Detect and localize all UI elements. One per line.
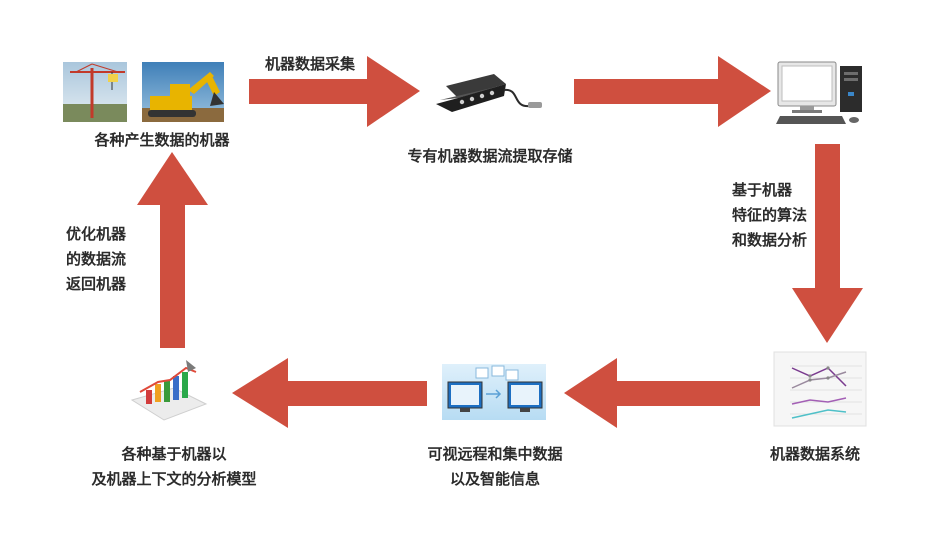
remote-line-2: 以及智能信息 [449, 470, 540, 488]
analyze-edge-label: 基于机器 特征的算法 和数据分析 [732, 178, 842, 253]
model-label: 各种基于机器以 及机器上下文的分析模型 [64, 442, 284, 492]
arrow-remote-to-model [232, 358, 427, 428]
remote-label: 可视远程和集中数据 以及智能信息 [402, 442, 588, 492]
analyze-line-3: 和数据分析 [732, 231, 808, 249]
model-line-1: 各种基于机器以 [121, 445, 227, 463]
device-label: 专有机器数据流提取存储 [407, 147, 573, 165]
collect-edge-label: 机器数据采集 [264, 55, 355, 73]
machines-label: 各种产生数据的机器 [94, 131, 230, 149]
system-label: 机器数据系统 [769, 445, 860, 463]
arrow-analyze-down [792, 144, 863, 343]
remote-monitors-icon [442, 364, 546, 420]
line-chart-icon [773, 351, 867, 427]
arrow-system-to-remote [564, 358, 760, 428]
data-extraction-device-icon [436, 74, 542, 112]
feedback-line-1: 优化机器 [66, 225, 127, 243]
arrow-to-computer [574, 56, 771, 127]
feedback-edge-label: 优化机器 的数据流 返回机器 [66, 222, 156, 297]
tower-crane-photo [63, 62, 127, 122]
arrow-feedback-up [137, 152, 208, 348]
arrow-collect [249, 56, 420, 127]
remote-line-1: 可视远程和集中数据 [427, 445, 563, 463]
analyze-line-1: 基于机器 [732, 181, 793, 199]
feedback-line-2: 的数据流 [66, 250, 127, 268]
excavator-photo [142, 62, 224, 122]
model-line-2: 及机器上下文的分析模型 [91, 470, 257, 488]
desktop-computer-icon [776, 61, 862, 124]
feedback-line-3: 返回机器 [66, 275, 127, 293]
3d-bar-chart-icon [130, 360, 208, 421]
analyze-line-2: 特征的算法 [732, 206, 808, 224]
